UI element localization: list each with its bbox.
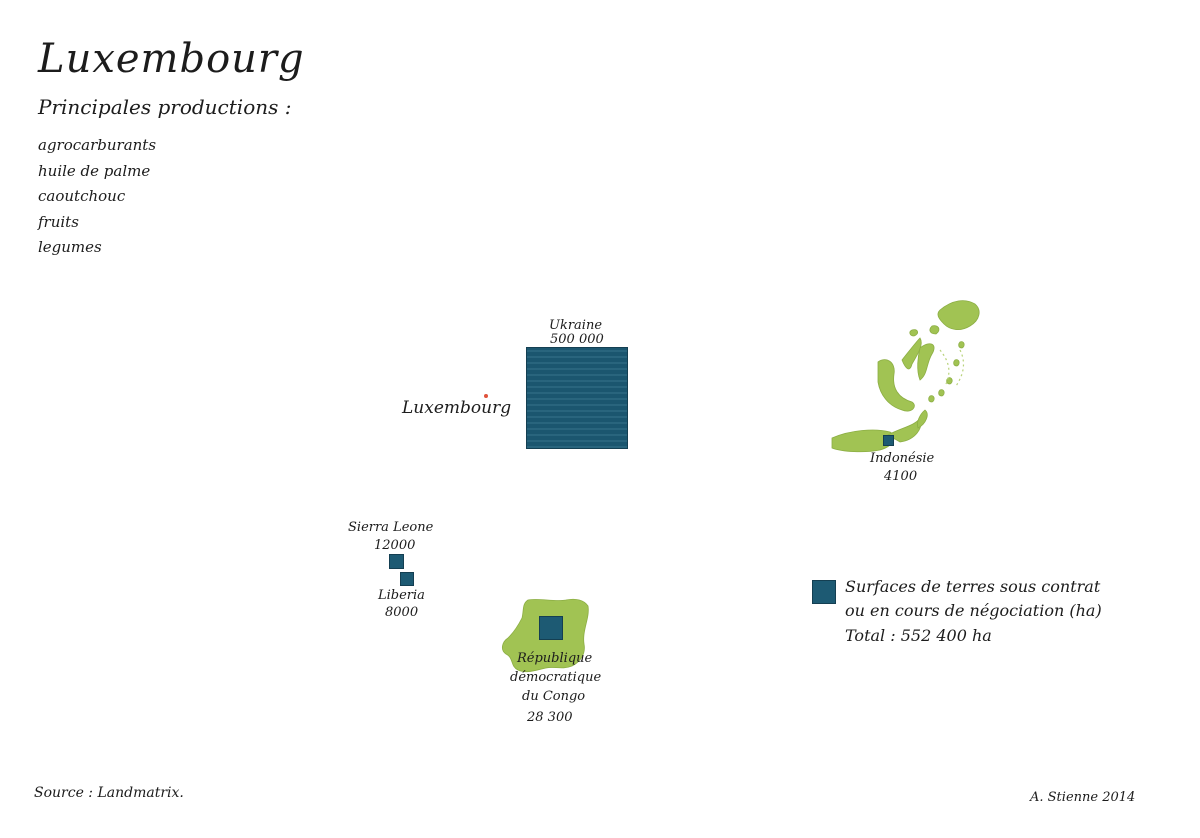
sierra-leone-label: Sierra Leone [348,520,434,535]
map-title: Luxembourg [38,36,305,82]
legend-total: Total : 552 400 ha [845,626,992,645]
legend-line2: ou en cours de négociation (ha) [845,601,1102,620]
ukraine-label: Ukraine [549,318,603,333]
origin-label: Luxembourg [402,398,512,418]
production-item: caoutchouc [38,187,126,205]
indonesia-label: Indonésie [870,451,935,466]
origin-dot [484,394,488,398]
productions-heading: Principales productions : [38,95,292,119]
ukraine-value: 500 000 [550,332,604,347]
liberia-label: Liberia [378,588,425,603]
indonesia-landmass [831,300,980,453]
author-signature: A. Stienne 2014 [1030,790,1136,805]
sierra-leone-value: 12000 [374,538,416,553]
liberia-square [400,572,414,586]
sierra-leone-square [389,554,404,569]
productions-list: agrocarburants huile de palme caoutchouc… [38,133,156,261]
source-credit: Source : Landmatrix. [34,785,184,801]
indonesia-square [883,435,894,446]
production-item: fruits [38,212,79,231]
production-item: legumes [38,238,102,256]
legend-square [812,580,836,604]
production-item: huile de palme [38,161,151,180]
production-item: agrocarburants [38,136,157,154]
rdc-label-line1: République [517,651,593,666]
liberia-value: 8000 [385,605,419,620]
indonesia-value: 4100 [884,469,918,484]
rdc-square [539,616,563,640]
ukraine-square [526,347,628,449]
legend-line1: Surfaces de terres sous contrat [845,577,1101,596]
rdc-value: 28 300 [527,710,573,725]
rdc-label-line3: du Congo [522,689,586,704]
rdc-label-line2: démocratique [510,670,602,685]
